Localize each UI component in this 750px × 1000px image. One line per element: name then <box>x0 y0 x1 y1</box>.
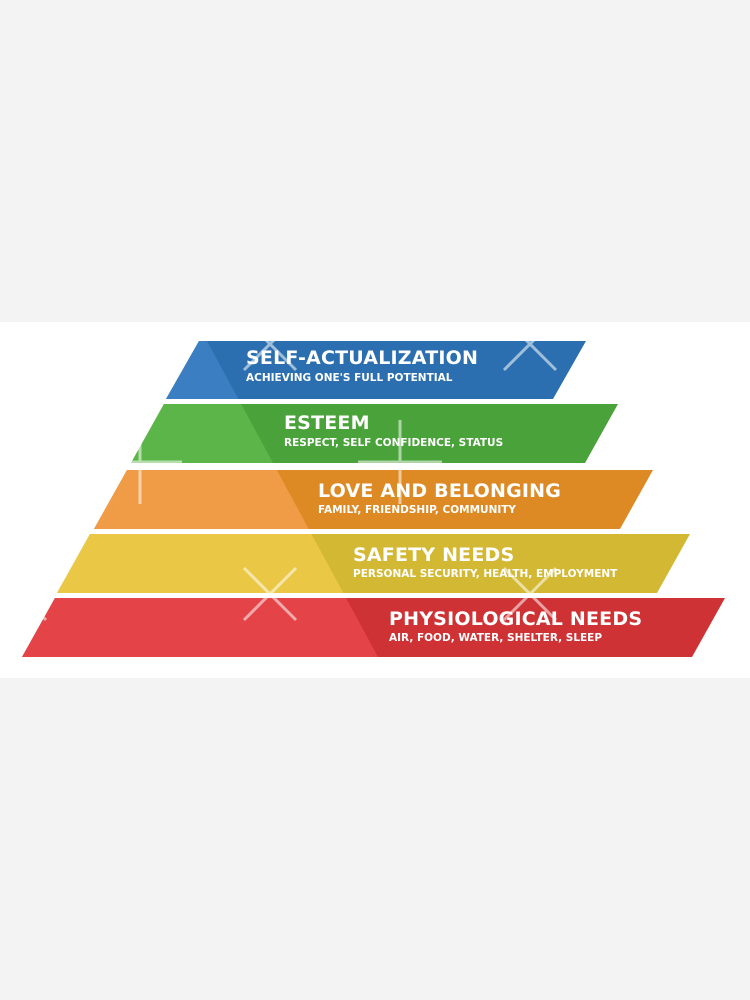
pyramid-canvas: SELF-ACTUALIZATION ACHIEVING ONE'S FULL … <box>0 322 750 678</box>
tier-title-esteem: ESTEEM <box>284 412 370 434</box>
tier-highlight-esteem <box>131 404 274 463</box>
tier-esteem <box>131 404 618 463</box>
tier-safety-needs <box>57 534 690 593</box>
maslow-pyramid <box>0 322 725 657</box>
tier-title-love-and-belonging: LOVE AND BELONGING <box>318 480 562 502</box>
tier-highlight-physiological-needs <box>22 598 378 657</box>
tier-subtitle-safety-needs: PERSONAL SECURITY, HEALTH, EMPLOYMENT <box>353 568 618 580</box>
tier-subtitle-self-actualization: ACHIEVING ONE'S FULL POTENTIAL <box>246 372 453 384</box>
tier-subtitle-love-and-belonging: FAMILY, FRIENDSHIP, COMMUNITY <box>318 504 517 516</box>
tier-highlight-safety-needs <box>57 534 344 593</box>
tier-love-and-belonging <box>94 470 653 529</box>
tier-title-self-actualization: SELF-ACTUALIZATION <box>246 347 479 369</box>
tier-subtitle-physiological-needs: AIR, FOOD, WATER, SHELTER, SLEEP <box>389 632 603 644</box>
tier-self-actualization <box>166 341 586 399</box>
tier-title-physiological-needs: PHYSIOLOGICAL NEEDS <box>389 608 643 630</box>
tier-highlight-self-actualization <box>166 341 239 399</box>
watermark-marks <box>0 322 697 622</box>
tier-subtitle-esteem: RESPECT, SELF CONFIDENCE, STATUS <box>284 437 504 449</box>
tier-band-self-actualization <box>166 341 586 399</box>
tier-title-safety-needs: SAFETY NEEDS <box>353 544 515 566</box>
tier-highlight-love-and-belonging <box>94 470 309 529</box>
